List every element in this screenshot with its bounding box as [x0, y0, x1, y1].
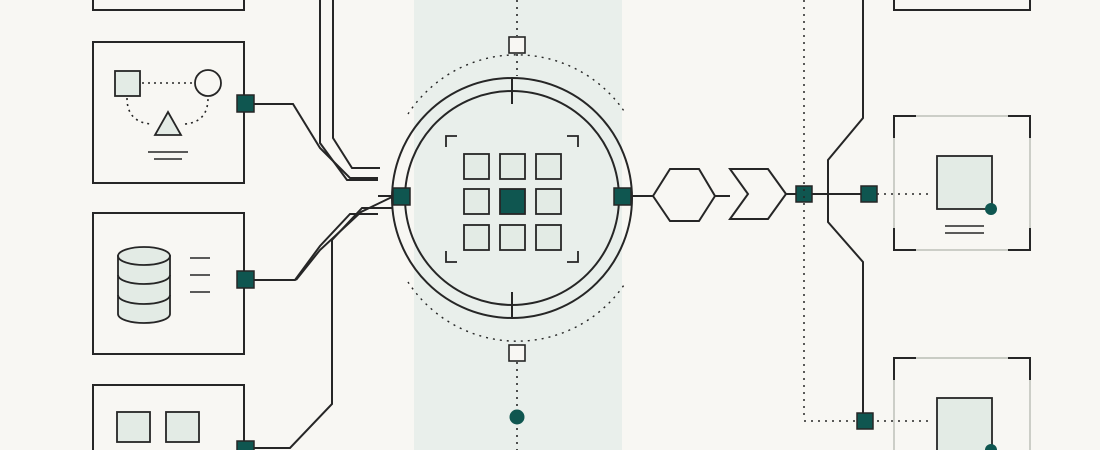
junction-square: [860, 185, 878, 203]
grid-cell: [463, 188, 490, 215]
grid-cell: [463, 153, 490, 180]
list-lines-icon: [190, 257, 210, 293]
left-panel-tiles: [92, 384, 245, 450]
tile-icon: [116, 411, 151, 443]
grid-cell: [535, 224, 562, 251]
right-panel-document-lower: [893, 357, 1031, 450]
left-panel-shapes: [92, 41, 245, 184]
right-dotted-bus: [803, 0, 932, 422]
square-icon: [114, 70, 141, 97]
right-panel-document: [893, 115, 1031, 251]
junction-square: [856, 412, 874, 430]
grid-3x3-icon: [463, 153, 562, 251]
circle-icon: [194, 69, 222, 97]
pipeline: [631, 168, 796, 222]
grid-cell: [535, 153, 562, 180]
viewfinder-corners-icon: [445, 135, 579, 263]
grid-cell-highlighted: [499, 188, 526, 215]
ground-icon: [148, 151, 188, 160]
grid-cell: [463, 224, 490, 251]
chevron-arrow-icon: [728, 168, 788, 220]
bottom-node-dot: [509, 409, 525, 425]
top-node-square: [508, 36, 526, 54]
triangle-icon: [153, 110, 183, 136]
bottom-node-square: [508, 344, 526, 362]
port-square: [236, 94, 255, 113]
caption-lines-icon: [945, 225, 984, 234]
status-dot-icon: [985, 203, 997, 215]
grid-cell: [535, 188, 562, 215]
status-dot-icon: [985, 444, 997, 450]
document-icon: [936, 397, 993, 450]
left-panel-database: [92, 212, 245, 355]
left-connectors: [241, 0, 395, 450]
hexagon-icon: [651, 168, 717, 222]
database-icon: [117, 246, 171, 324]
grid-cell: [499, 153, 526, 180]
right-connectors: [812, 0, 864, 414]
right-panel-top: [893, 0, 1031, 11]
left-panel-top: [92, 0, 245, 11]
document-icon: [936, 155, 993, 210]
core-port-left: [392, 187, 411, 206]
junction-square: [795, 185, 813, 203]
tile-icon: [165, 411, 200, 443]
link-dotted-arc: [126, 97, 209, 125]
port-square: [236, 440, 255, 450]
grid-cell: [499, 224, 526, 251]
core-port-right: [613, 187, 632, 206]
port-square: [236, 270, 255, 289]
